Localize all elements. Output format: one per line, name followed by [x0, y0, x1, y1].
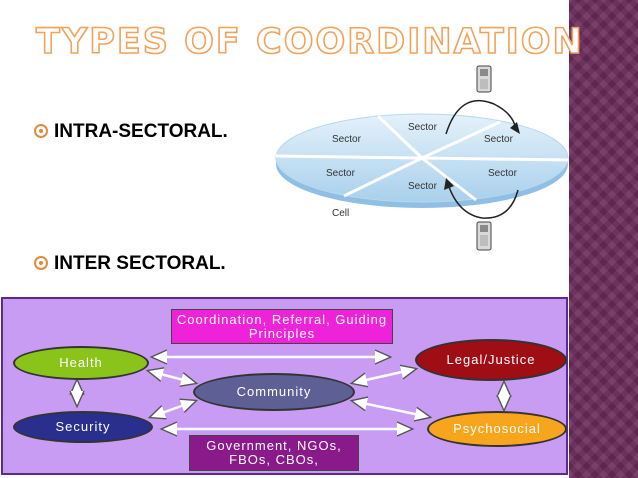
- sector-label: Sector: [484, 134, 513, 145]
- bullet-inter-sectoral: INTER SECTORAL.: [34, 253, 226, 275]
- community-node: Community: [193, 373, 355, 411]
- psychosocial-node: Psychosocial: [427, 411, 567, 447]
- phone-icon-top: [476, 65, 492, 93]
- security-node: Security: [13, 411, 153, 443]
- health-node: Health: [13, 346, 149, 380]
- phone-icon-bottom: [476, 221, 492, 251]
- connector-arrows: [3, 299, 570, 477]
- government-ngos-box: Government, NGOs, FBOs, CBOs,: [189, 435, 359, 471]
- sector-disc-graphic: [275, 65, 569, 251]
- side-decoration-panel: [569, 0, 638, 478]
- sector-label: Sector: [332, 134, 361, 145]
- sector-cell-diagram: Sector Sector Sector Sector Sector Secto…: [270, 60, 570, 260]
- bullet-text: INTRA-SECTORAL.: [54, 121, 228, 142]
- handoff-arrow-top: [445, 99, 517, 135]
- bullet-text: INTER SECTORAL.: [54, 253, 226, 274]
- sector-label: Sector: [408, 181, 437, 192]
- coordination-diagram: Coordination, Referral, Guiding Principl…: [1, 297, 568, 475]
- legal-justice-node: Legal/Justice: [415, 339, 567, 381]
- sector-label: Sector: [408, 122, 437, 133]
- handoff-arrow-bottom: [447, 183, 519, 219]
- guiding-principles-box: Coordination, Referral, Guiding Principl…: [171, 309, 393, 344]
- bullet-icon: [34, 124, 48, 138]
- sector-label: Sector: [326, 168, 355, 179]
- sector-label: Sector: [488, 168, 517, 179]
- bullet-intra-sectoral: INTRA-SECTORAL.: [34, 121, 228, 143]
- slide-title: TYPES OF COORDINATION: [35, 21, 584, 63]
- cell-label: Cell: [332, 208, 350, 219]
- bullet-icon: [34, 256, 48, 270]
